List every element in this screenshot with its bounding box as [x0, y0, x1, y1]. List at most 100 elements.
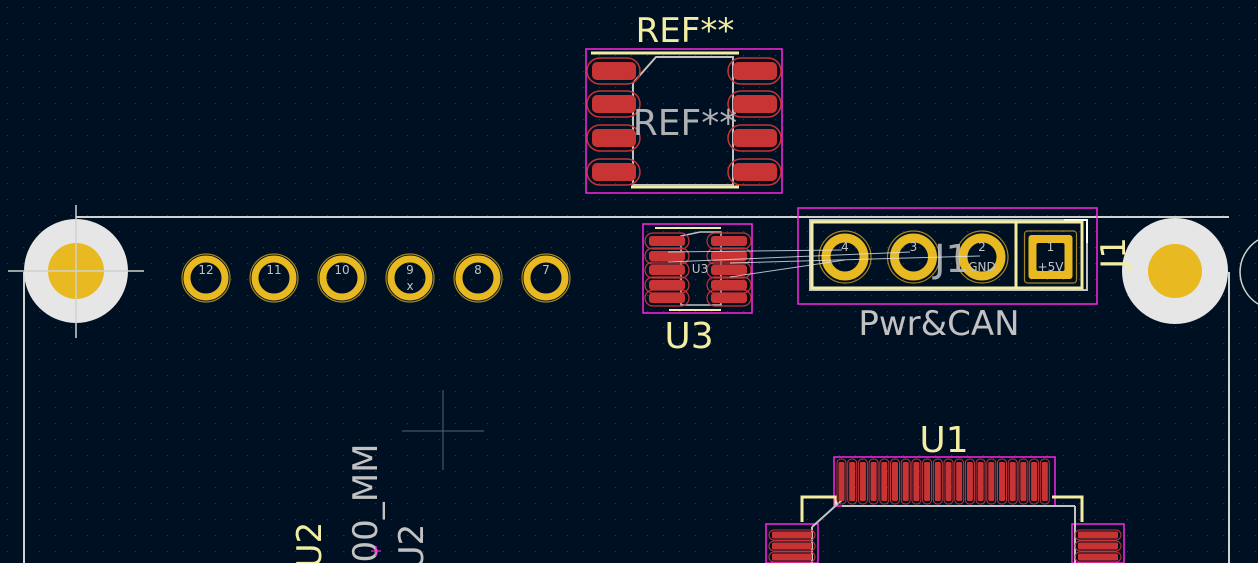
- footprint-u2[interactable]: U2 00_MM U2: [290, 444, 432, 563]
- header-pin[interactable]: 10: [317, 253, 367, 303]
- smd-pad[interactable]: [1078, 531, 1118, 539]
- smd-pad[interactable]: [966, 462, 973, 501]
- smd-pad[interactable]: [859, 462, 866, 501]
- smd-pad[interactable]: [924, 462, 931, 501]
- smd-pad[interactable]: [733, 62, 777, 80]
- smd-pad[interactable]: [592, 95, 636, 113]
- j1-pin-label: +5V: [1038, 260, 1065, 274]
- u3-fab-label: U3: [692, 262, 708, 276]
- header-pin-label: x: [406, 279, 413, 293]
- footprint-ref-courtyard: [585, 48, 783, 194]
- header-pin[interactable]: 12: [181, 253, 231, 303]
- smd-pad[interactable]: [772, 542, 812, 550]
- header-pin-number: 7: [542, 263, 550, 277]
- u1-pads: [768, 458, 1122, 563]
- u3-pads: [644, 232, 752, 307]
- smd-pad[interactable]: [945, 462, 952, 501]
- j1-pin-number: 4: [841, 240, 849, 254]
- j1-fab-outline: [809, 219, 1088, 291]
- smd-pad[interactable]: [592, 129, 636, 147]
- smd-pad[interactable]: [988, 462, 995, 501]
- smd-pad[interactable]: [711, 280, 747, 290]
- smd-pad[interactable]: [733, 163, 777, 181]
- footprint-ref-soic8[interactable]: REF** REF**: [585, 11, 783, 194]
- smd-pad[interactable]: [592, 163, 636, 181]
- smd-pad[interactable]: [870, 462, 877, 501]
- pad-outline: [586, 57, 641, 85]
- header-pin[interactable]: 11: [249, 253, 299, 303]
- smd-pad[interactable]: [1041, 462, 1048, 501]
- smd-pad[interactable]: [838, 462, 845, 501]
- smd-pad[interactable]: [892, 462, 898, 501]
- header-pin-number: 10: [334, 263, 349, 277]
- mounting-hole-right[interactable]: [1122, 218, 1228, 324]
- header-pin[interactable]: 7: [521, 253, 571, 303]
- smd-pad[interactable]: [733, 95, 777, 113]
- u2-fab-label: U2: [392, 524, 432, 563]
- j1-courtyard: [797, 207, 1098, 305]
- j1-silkscreen-outline: [810, 220, 1018, 290]
- smd-pad[interactable]: [649, 293, 685, 303]
- j1-value-label: Pwr&CAN: [858, 304, 1019, 344]
- j1-pin[interactable]: 1+5V: [1023, 230, 1078, 284]
- pad-outline: [727, 90, 782, 118]
- smd-pad[interactable]: [711, 293, 747, 303]
- header-pin-number: 8: [474, 263, 482, 277]
- j1-pin[interactable]: 4: [818, 230, 872, 284]
- smd-pad[interactable]: [711, 251, 747, 261]
- footprint-ref-pads: [586, 57, 782, 186]
- header-pin-number: 12: [198, 263, 213, 277]
- footprint-u3[interactable]: U3 U3: [642, 223, 753, 357]
- j1-pin-number: 2: [978, 240, 986, 254]
- smd-pad[interactable]: [1078, 553, 1118, 561]
- smd-pad[interactable]: [881, 462, 888, 501]
- smd-pad[interactable]: [711, 236, 747, 246]
- smd-pad[interactable]: [977, 462, 984, 501]
- pad-outline: [586, 124, 641, 152]
- header-pin[interactable]: 9x: [385, 253, 435, 303]
- smd-pad[interactable]: [902, 462, 909, 501]
- smd-pad[interactable]: [1009, 462, 1016, 501]
- smd-pad[interactable]: [999, 462, 1005, 501]
- j1-fab-label: J1: [932, 237, 969, 281]
- smd-pad[interactable]: [1020, 462, 1027, 501]
- smd-pad[interactable]: [733, 129, 777, 147]
- u3-courtyard: [642, 223, 753, 314]
- smd-pad[interactable]: [649, 265, 685, 275]
- header-pin-number: 9: [406, 263, 414, 277]
- footprint-ref-silkscreen-label: REF**: [636, 11, 735, 51]
- pad-outline: [727, 57, 782, 85]
- board-outline: [23, 216, 1258, 563]
- smd-pad[interactable]: [592, 62, 636, 80]
- smd-pad[interactable]: [934, 462, 941, 501]
- smd-pad[interactable]: [772, 531, 812, 539]
- smd-pad[interactable]: [711, 265, 747, 275]
- header-pin[interactable]: 8: [453, 253, 503, 303]
- smd-pad[interactable]: [649, 280, 685, 290]
- u2-silkscreen-label: U2: [290, 522, 330, 563]
- pad-outline: [586, 158, 641, 186]
- u3-silkscreen-label: U3: [664, 316, 713, 357]
- smd-pad[interactable]: [849, 462, 856, 501]
- smd-pad[interactable]: [913, 462, 920, 501]
- smd-pad[interactable]: [649, 251, 685, 261]
- smd-pad[interactable]: [1078, 542, 1118, 550]
- footprint-ref-fab-label: REF**: [633, 103, 737, 144]
- crosshair: [402, 390, 484, 470]
- j1-pin-number: 1: [1047, 240, 1055, 254]
- footprint-u1[interactable]: U1: [765, 420, 1125, 563]
- smd-pad[interactable]: [1031, 462, 1038, 501]
- j1-pin-number: 3: [910, 240, 918, 254]
- pad-outline: [727, 158, 782, 186]
- mounting-hole-left[interactable]: [8, 205, 144, 338]
- smd-pad[interactable]: [772, 553, 812, 561]
- u2-value-label: 00_MM: [346, 444, 386, 563]
- ratsnest: [667, 249, 981, 278]
- smd-pad[interactable]: [649, 236, 685, 246]
- smd-pad[interactable]: [956, 462, 963, 501]
